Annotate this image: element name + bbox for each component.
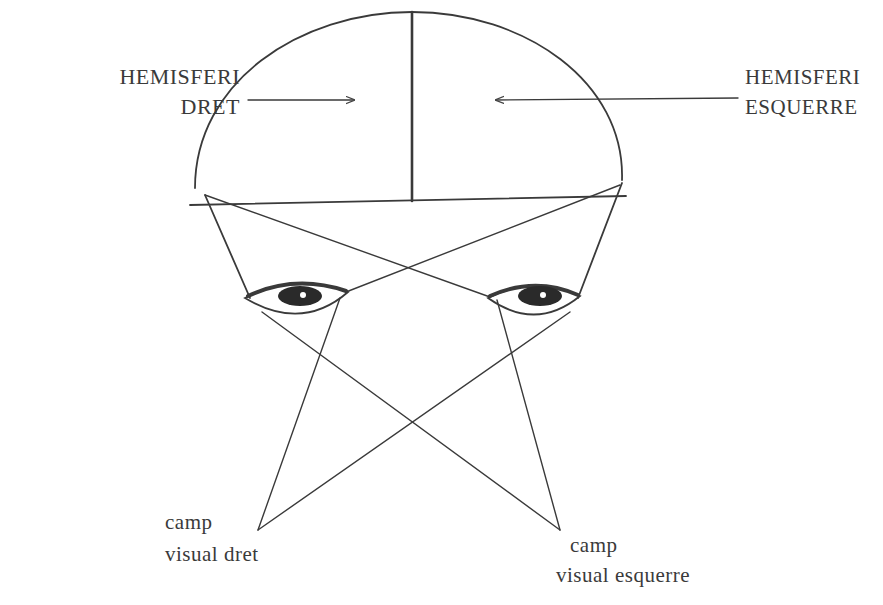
optic-path	[205, 195, 490, 297]
brain-base	[190, 196, 626, 205]
head-side	[578, 183, 622, 298]
pointer-arrow	[248, 99, 354, 100]
wrap-spacer	[235, 506, 330, 538]
sight-line	[258, 298, 340, 530]
optic-path	[346, 185, 620, 292]
sight-line	[258, 312, 570, 530]
eye-highlight	[540, 292, 546, 298]
hemisphere-label: HEMISFERI DRET	[78, 62, 240, 122]
field-label: camp visual esquerre	[556, 530, 766, 590]
head-side	[205, 195, 250, 298]
iris	[518, 286, 562, 306]
sight-line	[262, 312, 560, 530]
hemisphere-label: HEMISFERI ESQUERRE	[745, 62, 877, 122]
iris	[278, 286, 322, 306]
left-eye	[245, 283, 348, 313]
wrap-spacer	[641, 530, 766, 560]
right-eye	[488, 285, 580, 314]
field-label: camp visual dret	[165, 506, 330, 570]
midline	[411, 12, 414, 201]
eye-highlight	[300, 292, 306, 298]
pointer-arrow	[496, 98, 738, 100]
sight-line	[497, 300, 560, 530]
